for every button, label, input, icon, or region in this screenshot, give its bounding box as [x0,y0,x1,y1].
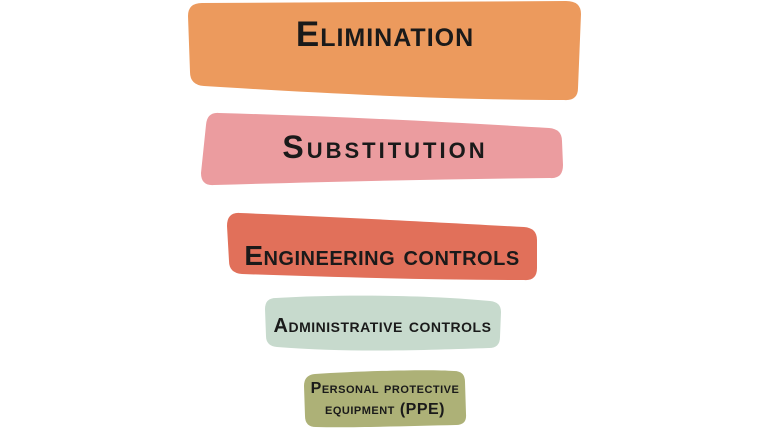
band-shape-administrative-controls [265,295,501,351]
band-shape-substitution [201,112,563,186]
band-shape-engineering-controls [227,212,537,281]
band-shape-ppe [304,370,467,428]
band-shape-elimination [188,1,581,101]
